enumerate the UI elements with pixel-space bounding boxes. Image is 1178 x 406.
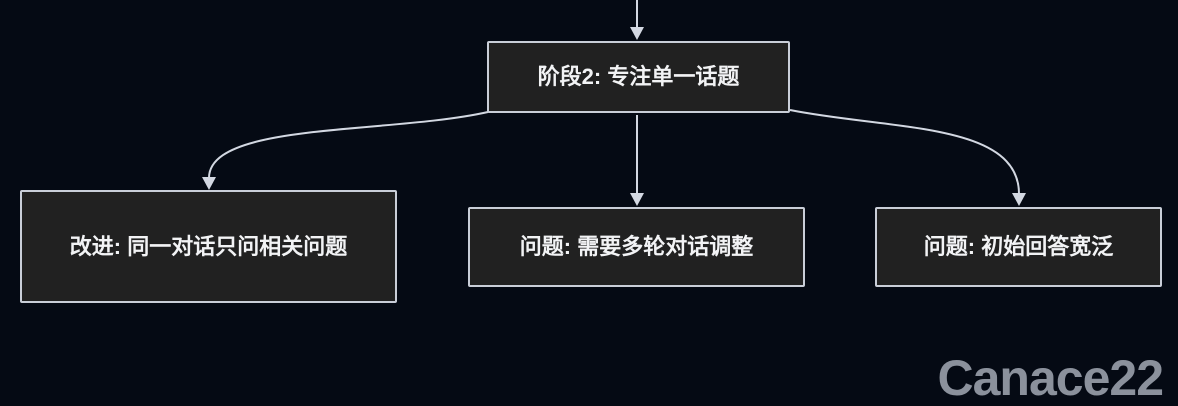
node-problem-multiturn: 问题: 需要多轮对话调整: [468, 207, 805, 287]
arrowhead-into-improve: [202, 177, 216, 190]
watermark: Canace22: [937, 350, 1164, 406]
node-stage2: 阶段2: 专注单一话题: [487, 41, 790, 113]
node-problem-broad: 问题: 初始回答宽泛: [875, 207, 1162, 287]
edge-stage2-to-broad: [789, 109, 1020, 195]
arrowhead-into-broad: [1012, 193, 1026, 206]
node-problem-broad-label: 问题: 初始回答宽泛: [923, 234, 1114, 259]
node-improve: 改进: 同一对话只问相关问题: [20, 190, 397, 303]
arrowhead-into-stage2: [630, 27, 644, 40]
edge-stage2-to-improve: [208, 111, 489, 179]
arrowhead-into-multiturn: [630, 193, 644, 206]
node-improve-label: 改进: 同一对话只问相关问题: [69, 233, 348, 259]
node-stage2-label: 阶段2: 专注单一话题: [537, 64, 740, 89]
node-problem-multiturn-label: 问题: 需要多轮对话调整: [519, 234, 754, 259]
